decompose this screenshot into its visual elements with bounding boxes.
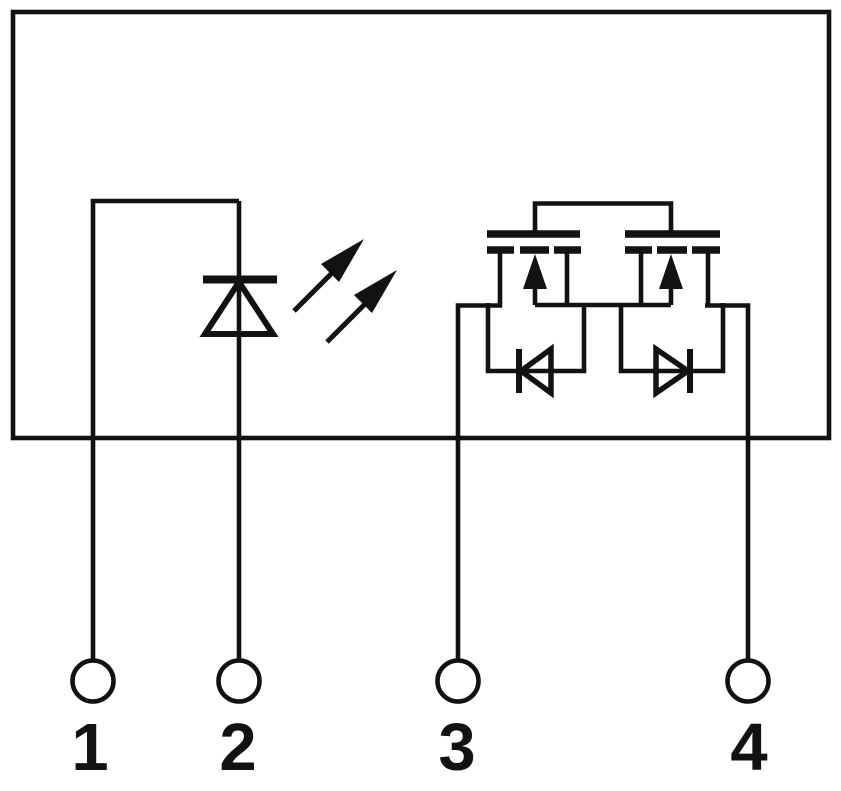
- pin1-terminal-circle: [70, 658, 116, 704]
- light-arrow-1: [292, 239, 364, 313]
- pin4-label: 4: [730, 710, 767, 785]
- pin1-label: 1: [71, 710, 108, 785]
- body-diode-right-triangle: [653, 343, 693, 399]
- body-diode-left: [485, 303, 587, 399]
- pin4-terminal-circle: [725, 658, 771, 704]
- mosfet-left-body-arrow: [523, 254, 547, 289]
- light-emission-arrows-icon: [292, 239, 397, 344]
- body-diode-right-loop-wire: [618, 303, 726, 374]
- light-arrow-2-shaft: [325, 301, 368, 344]
- body-diode-right: [618, 303, 726, 399]
- output-side: [455, 201, 751, 660]
- light-arrow-2: [325, 270, 397, 344]
- led-symbol: [199, 275, 279, 337]
- led-anode-triangle: [199, 276, 279, 337]
- mosfet-left: [487, 230, 581, 307]
- mosfet-right: [625, 230, 720, 307]
- device-outline-box: [10, 9, 832, 441]
- pin1-lead-wire: [90, 198, 239, 660]
- pin-terminals: 1 2 3 4: [70, 658, 771, 785]
- pin3-terminal-circle: [435, 658, 481, 704]
- mosfet-right-body-arrow: [659, 254, 683, 289]
- body-diode-left-triangle: [516, 343, 554, 399]
- pin2-label: 2: [219, 710, 256, 785]
- pin3-label: 3: [438, 710, 475, 785]
- body-diode-left-loop-wire: [485, 303, 587, 374]
- pin3-lead-wire: [455, 303, 502, 660]
- gate-bridge-wire: [532, 201, 674, 233]
- input-side: [90, 198, 397, 660]
- pin4-lead-wire: [705, 303, 751, 660]
- light-arrow-1-head: [321, 239, 364, 282]
- light-arrow-2-head: [354, 270, 397, 313]
- pin2-terminal-circle: [216, 658, 262, 704]
- light-arrow-1-shaft: [292, 270, 335, 313]
